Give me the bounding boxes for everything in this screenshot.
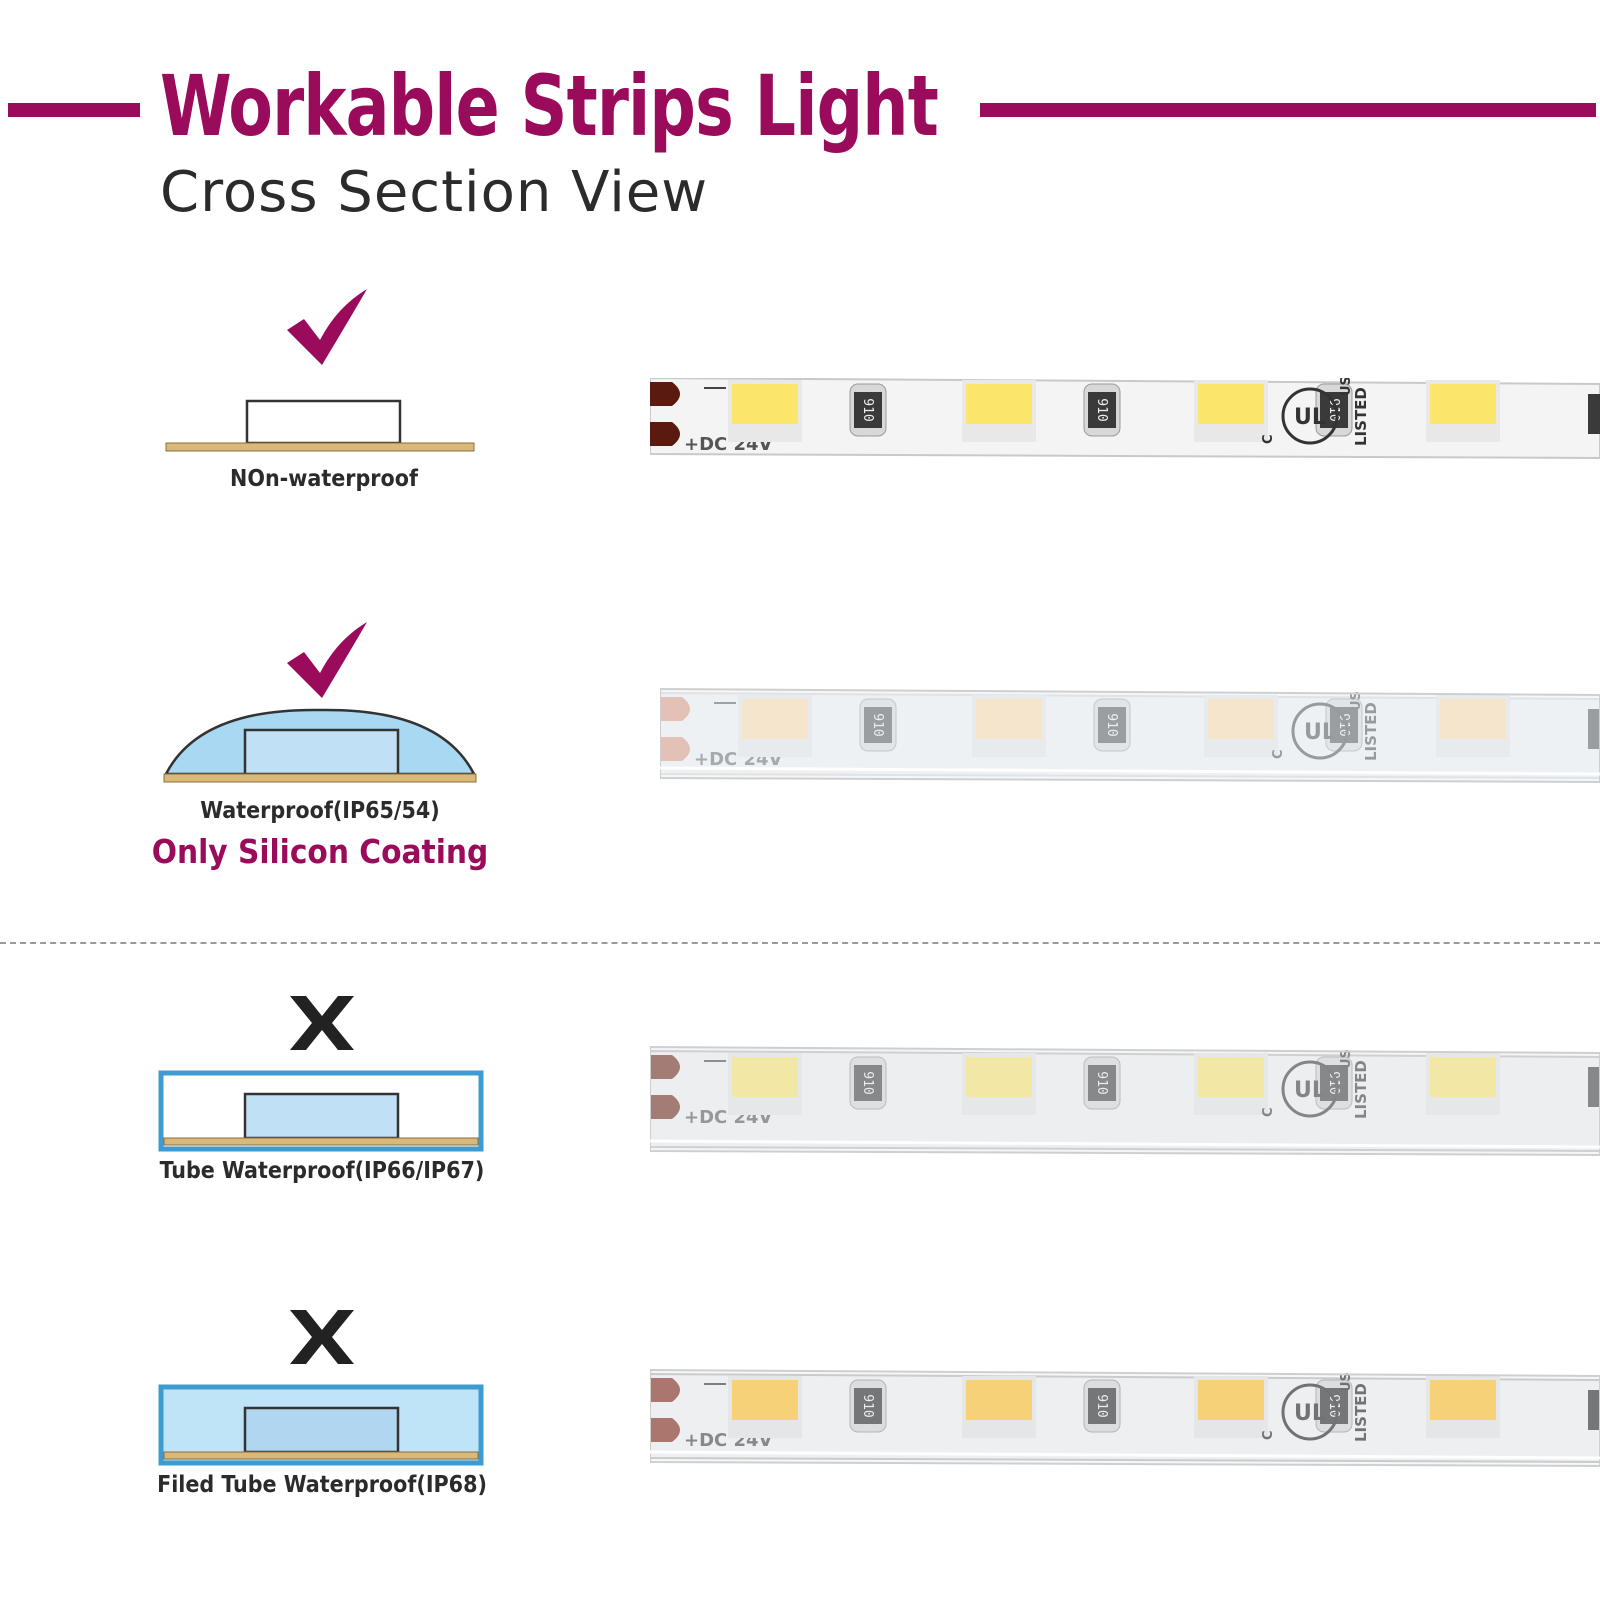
resistor xyxy=(854,1388,882,1424)
x-icon xyxy=(290,1310,354,1364)
option-label-silicon: Waterproof(IP65/54) xyxy=(200,798,440,824)
silicon-coating-cross-section xyxy=(163,708,477,783)
resistor xyxy=(1320,1388,1348,1424)
solder-pad-positive xyxy=(650,1095,680,1119)
solder-pad-negative xyxy=(650,382,680,406)
resistor xyxy=(1088,1388,1116,1424)
resistor xyxy=(1088,392,1116,428)
protective-cover xyxy=(660,687,1600,784)
ul-mark: UL xyxy=(1294,1401,1326,1426)
pcb-board xyxy=(163,1137,479,1146)
option-label-filled-tube: Filed Tube Waterproof(IP68) xyxy=(157,1472,487,1498)
led-chip xyxy=(732,1380,798,1420)
ul-us-mark: US xyxy=(1339,1372,1354,1392)
ul-logo-icon xyxy=(1281,1060,1339,1118)
ul-logo-icon xyxy=(1281,1383,1339,1441)
resistor xyxy=(1588,1390,1600,1430)
led-chip xyxy=(732,1057,798,1097)
pcb-board xyxy=(165,442,475,452)
resistor xyxy=(854,1065,882,1101)
led-chip xyxy=(1430,1057,1496,1097)
ul-listed-mark: LISTED xyxy=(1352,387,1370,446)
led-chip xyxy=(966,1057,1032,1097)
ul-us-mark: US xyxy=(1339,378,1354,396)
strip-board xyxy=(650,1049,1600,1153)
option-note-silicon: Only Silicon Coating xyxy=(151,832,489,871)
resistor-code: 910 xyxy=(860,1071,875,1094)
pcb-board xyxy=(163,1451,479,1460)
page-subtitle: Cross Section View xyxy=(160,160,709,225)
resistor-code: 910 xyxy=(1094,1394,1109,1417)
cover-highlight xyxy=(650,1450,1600,1460)
resistor-code: 910 xyxy=(1094,1071,1109,1094)
resistor-code: 910 xyxy=(1094,398,1109,421)
led-chip xyxy=(732,384,798,424)
solder-pad-positive xyxy=(650,1418,680,1442)
ul-listed-mark: LISTED xyxy=(1352,1383,1370,1442)
check-icon xyxy=(287,622,367,698)
non-waterproof-cross-section xyxy=(165,399,475,452)
tube-cross-section xyxy=(158,1070,484,1152)
ul-mark: UL xyxy=(1294,405,1326,430)
resistor-code: 910 xyxy=(860,398,875,421)
resistor xyxy=(1588,394,1600,434)
led-chip xyxy=(1198,1380,1264,1420)
resistor xyxy=(1320,1065,1348,1101)
resistor xyxy=(1320,392,1348,428)
solder-pad-positive xyxy=(650,422,680,446)
led-chip xyxy=(243,728,400,776)
led-chip xyxy=(1430,1380,1496,1420)
option-label-non-waterproof: NOn-waterproof xyxy=(230,466,418,492)
led-chip xyxy=(245,399,402,445)
title-line-left xyxy=(8,103,140,117)
cover-highlight xyxy=(660,766,1600,776)
led-chip xyxy=(966,384,1032,424)
protective-cover xyxy=(650,1368,1600,1468)
ul-us-mark: US xyxy=(1339,1049,1354,1069)
led-chip xyxy=(966,1380,1032,1420)
option-label-tube: Tube Waterproof(IP66/IP67) xyxy=(159,1158,485,1184)
resistor-code: 910 xyxy=(860,1394,875,1417)
led-chip xyxy=(243,1092,400,1140)
led-chip xyxy=(243,1406,400,1454)
ul-listed-mark: LISTED xyxy=(1352,1060,1370,1119)
solder-pad-negative xyxy=(650,1378,680,1402)
ul-c-mark: C xyxy=(1261,1430,1276,1440)
led-chip xyxy=(1430,384,1496,424)
cover-highlight xyxy=(650,1139,1600,1149)
title-line-right xyxy=(980,103,1596,117)
check-icon xyxy=(287,289,367,365)
section-divider xyxy=(0,942,1600,944)
led-chip xyxy=(1198,384,1264,424)
strip-board xyxy=(650,1372,1600,1464)
led-chip xyxy=(1198,1057,1264,1097)
ul-logo-icon xyxy=(1281,387,1339,445)
ul-c-mark: C xyxy=(1261,434,1276,444)
resistor xyxy=(1588,1067,1600,1107)
resistor xyxy=(854,392,882,428)
pcb-board xyxy=(163,773,477,783)
strip-board xyxy=(650,378,1600,460)
resistor xyxy=(1088,1065,1116,1101)
page-title: Workable Strips Light xyxy=(160,57,939,155)
x-icon xyxy=(290,996,354,1050)
solder-pad-negative xyxy=(650,1055,680,1079)
protective-cover xyxy=(650,1045,1600,1157)
ul-mark: UL xyxy=(1294,1078,1326,1103)
filled-tube-cross-section xyxy=(158,1384,484,1466)
ul-c-mark: C xyxy=(1261,1107,1276,1117)
